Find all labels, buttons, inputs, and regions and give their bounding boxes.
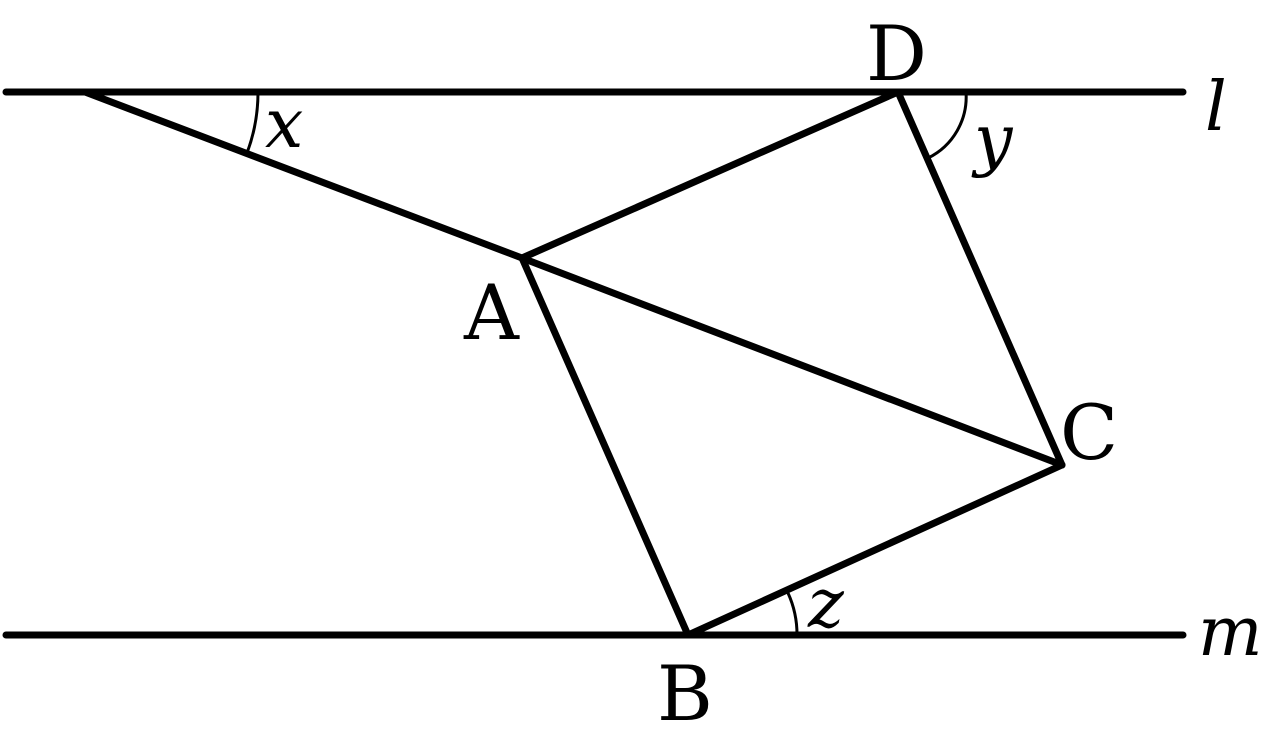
angle-label-y: y bbox=[971, 101, 1014, 180]
point-label-D: D bbox=[866, 9, 927, 98]
segment-AC bbox=[518, 254, 1066, 469]
point-label-C: C bbox=[1060, 388, 1118, 477]
angle-arc-x bbox=[245, 91, 260, 154]
angle-label-z: z bbox=[807, 565, 845, 644]
angle-label-x: x bbox=[265, 85, 303, 164]
angle-arc-z bbox=[786, 592, 799, 636]
line-label-l: l bbox=[1205, 68, 1227, 147]
point-label-A: A bbox=[463, 268, 520, 357]
segment-AD bbox=[518, 88, 902, 262]
segment-DC bbox=[894, 88, 1066, 469]
transversal-segment bbox=[81, 88, 526, 262]
angle-arc-y bbox=[927, 91, 968, 160]
point-label-B: B bbox=[657, 649, 713, 738]
line-label-m: m bbox=[1198, 593, 1262, 672]
segment-CB bbox=[684, 461, 1066, 639]
segment-BA bbox=[518, 254, 692, 639]
